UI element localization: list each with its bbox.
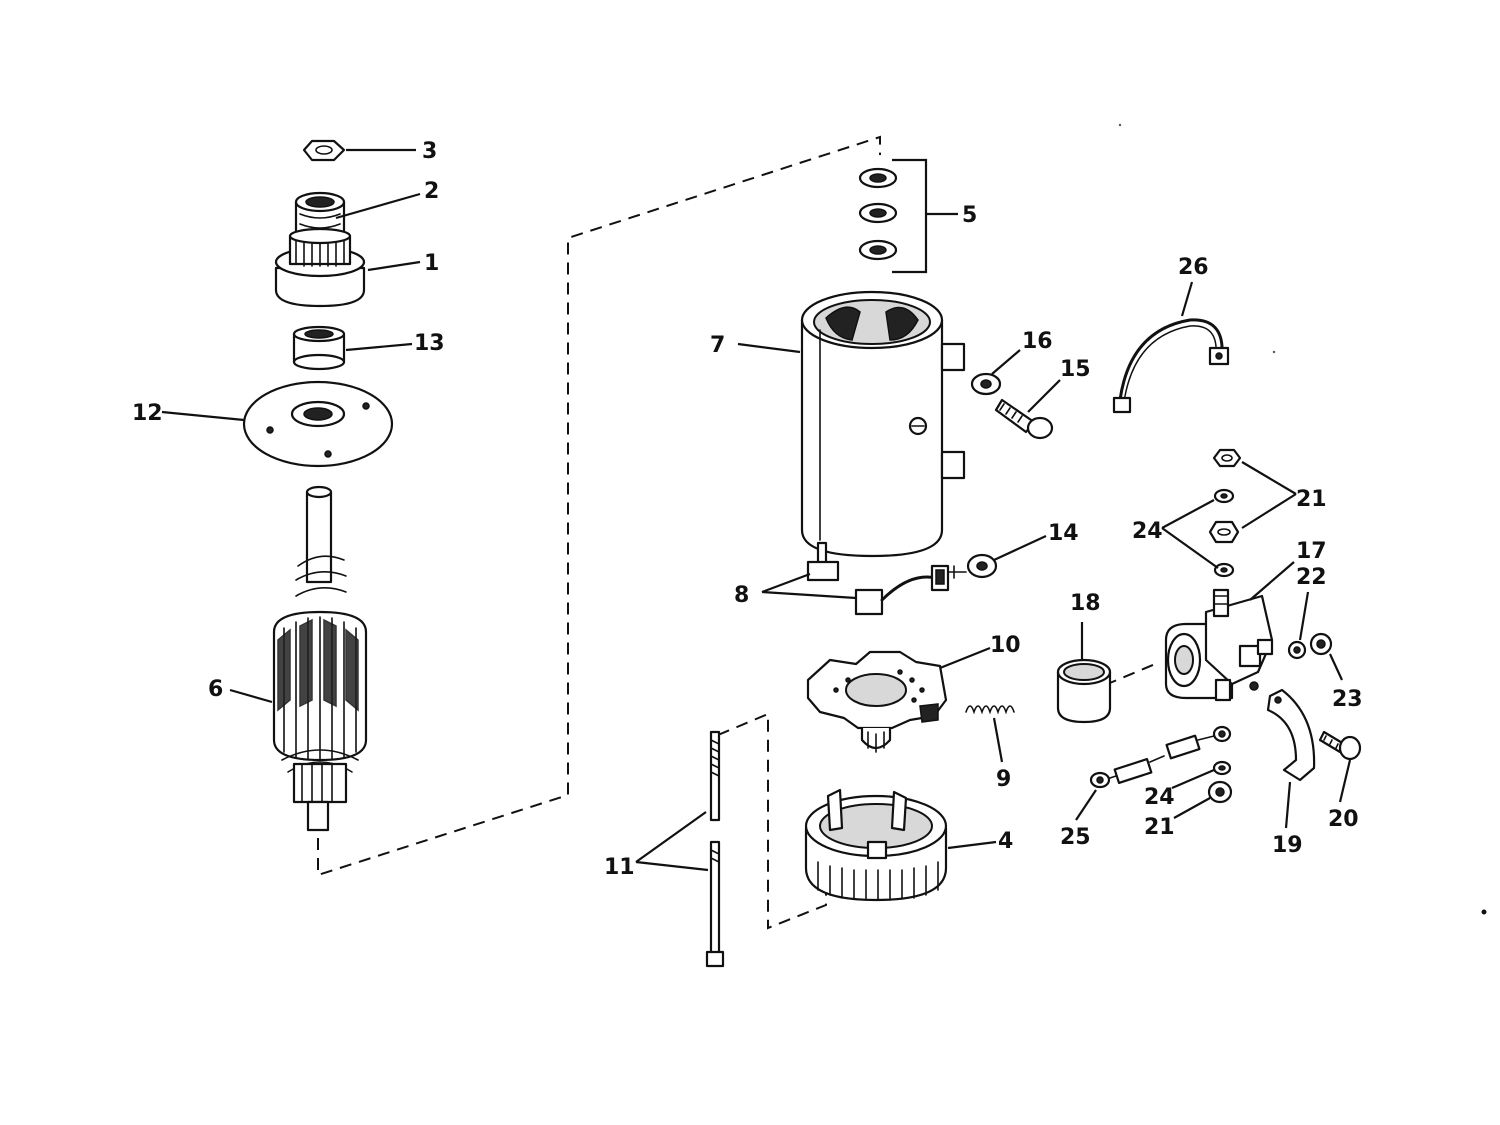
label-part-5: 5 bbox=[962, 203, 977, 228]
label-part-13: 13 bbox=[414, 331, 445, 356]
label-part-17: 17 bbox=[1296, 539, 1327, 564]
cable-part-25 bbox=[1089, 725, 1232, 789]
springs-part-9 bbox=[965, 705, 1015, 715]
nut-part-23 bbox=[1309, 632, 1333, 656]
washers-part-5 bbox=[858, 167, 898, 261]
lockwasher-part-24-mid bbox=[1213, 562, 1235, 578]
washer-part-16 bbox=[970, 372, 1002, 396]
scan-speck bbox=[1481, 909, 1487, 915]
nut-part-3 bbox=[302, 139, 346, 162]
lockwasher-part-24-upper bbox=[1213, 488, 1235, 504]
label-part-18: 18 bbox=[1070, 591, 1101, 616]
scan-speck bbox=[1272, 350, 1276, 354]
label-part-24-lower: 24 bbox=[1144, 785, 1175, 810]
label-part-21-lower: 21 bbox=[1144, 815, 1175, 840]
nut-part-21-upper-a bbox=[1212, 448, 1242, 468]
bushing-part-13 bbox=[292, 325, 346, 371]
assembly-dashed-line-main bbox=[317, 135, 881, 877]
label-part-26: 26 bbox=[1178, 255, 1209, 280]
label-part-16: 16 bbox=[1022, 329, 1053, 354]
part-labels: 3 2 1 13 12 6 5 7 16 15 26 14 8 10 9 4 1… bbox=[132, 139, 1363, 880]
armature-part-6 bbox=[272, 485, 368, 832]
brush-plate-part-10 bbox=[806, 650, 948, 753]
strap-part-19 bbox=[1266, 688, 1316, 782]
label-part-11: 11 bbox=[604, 855, 635, 880]
thru-bolts-part-11 bbox=[705, 730, 725, 968]
boot-part-18 bbox=[1056, 658, 1112, 724]
nut-part-21-lower bbox=[1207, 780, 1233, 804]
assembly-dashed-line-thru-bolt bbox=[717, 712, 827, 930]
label-part-12: 12 bbox=[132, 401, 163, 426]
solenoid-part-17 bbox=[1164, 588, 1274, 702]
label-part-10: 10 bbox=[990, 633, 1021, 658]
lockwasher-part-24-lower bbox=[1212, 760, 1232, 776]
end-head-part-4 bbox=[804, 788, 948, 902]
label-part-7: 7 bbox=[710, 333, 725, 358]
screw-part-20 bbox=[1318, 730, 1362, 761]
leader-lines bbox=[161, 148, 1352, 872]
label-part-4: 4 bbox=[998, 829, 1013, 854]
field-frame-part-7 bbox=[800, 290, 966, 558]
nut-part-21-upper-b bbox=[1208, 520, 1240, 544]
brushes-part-8 bbox=[806, 541, 967, 616]
label-part-22: 22 bbox=[1296, 565, 1327, 590]
drive-pinion-part-2 bbox=[294, 191, 346, 234]
scan-speck bbox=[1118, 123, 1122, 127]
label-part-6: 6 bbox=[208, 677, 223, 702]
nut-part-14 bbox=[966, 553, 998, 579]
bracket-part-5 bbox=[892, 158, 958, 274]
assembly-dashed-line-solenoid bbox=[1104, 661, 1161, 686]
label-part-2: 2 bbox=[424, 179, 439, 204]
label-part-21-upper: 21 bbox=[1296, 487, 1327, 512]
bolt-part-15 bbox=[994, 398, 1054, 440]
label-part-24-upper: 24 bbox=[1132, 519, 1163, 544]
label-part-20: 20 bbox=[1328, 807, 1359, 832]
label-part-9: 9 bbox=[996, 767, 1011, 792]
label-part-1: 1 bbox=[424, 251, 439, 276]
lockwasher-part-22 bbox=[1287, 640, 1307, 660]
label-part-25: 25 bbox=[1060, 825, 1091, 850]
end-plate-part-12 bbox=[242, 380, 394, 468]
label-part-3: 3 bbox=[422, 139, 437, 164]
label-part-23: 23 bbox=[1332, 687, 1363, 712]
label-part-15: 15 bbox=[1060, 357, 1091, 382]
drive-assembly-part-1 bbox=[274, 227, 366, 308]
label-part-19: 19 bbox=[1272, 833, 1303, 858]
wire-lead-part-26 bbox=[1112, 318, 1230, 414]
label-part-14: 14 bbox=[1048, 521, 1079, 546]
label-part-8: 8 bbox=[734, 583, 749, 608]
